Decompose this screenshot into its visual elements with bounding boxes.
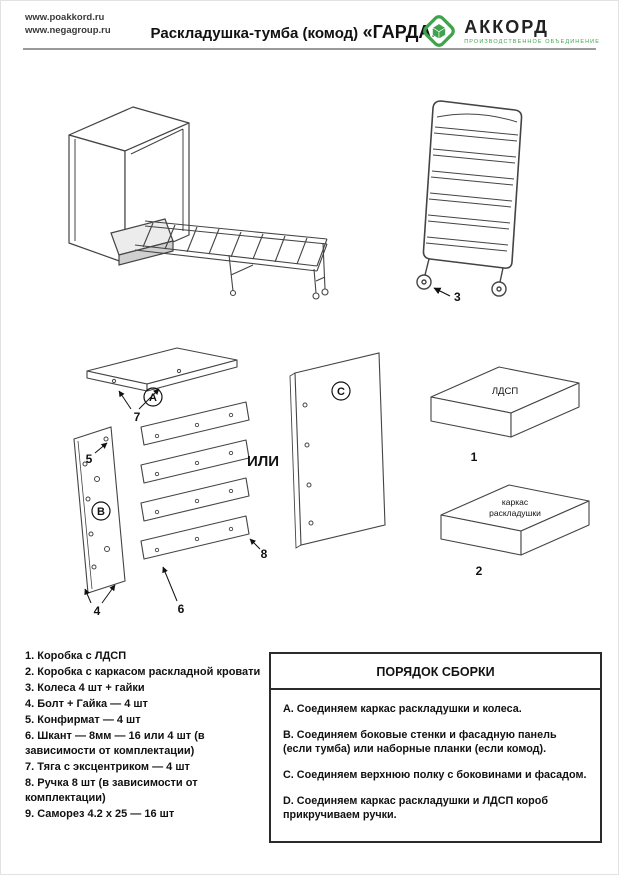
callout-a-shelf: A bbox=[149, 392, 157, 404]
callout-3-wheels: 3 bbox=[454, 290, 461, 304]
or-label: ИЛИ bbox=[247, 453, 280, 470]
brand-name: АККОРД bbox=[464, 17, 549, 37]
callout-b-side-panel: B bbox=[97, 506, 105, 518]
part-item-6: 6. Шкант — 8мм — 16 или 4 шт (в зависимо… bbox=[25, 730, 205, 757]
part-item-2: 2. Коробка с каркасом раскладной кровати bbox=[25, 666, 261, 678]
callout-c-facade: C bbox=[337, 386, 345, 398]
brand-diamond-icon bbox=[423, 15, 456, 47]
drawing-bed-folded: 3 bbox=[416, 100, 523, 304]
box-frame-number: 2 bbox=[476, 564, 483, 578]
site-urls: www.poakkord.ru www.negagroup.ru bbox=[25, 11, 111, 37]
parts-list: 1. Коробка с ЛДСП 2. Коробка с каркасом … bbox=[25, 649, 265, 823]
drawing-cabinet-exploded: A 7 B 5 4 8 bbox=[73, 347, 268, 618]
part-item-3: 3. Колеса 4 шт + гайки bbox=[25, 682, 145, 694]
part-item-4: 4. Болт + Гайка — 4 шт bbox=[25, 698, 148, 710]
header-divider bbox=[23, 48, 596, 50]
box-frame-label-line1: каркас bbox=[502, 497, 529, 507]
callout-5-confirmat: 5 bbox=[86, 452, 93, 466]
assembly-order-box: ПОРЯДОК СБОРКИ A. Соединяем каркас раскл… bbox=[269, 652, 602, 843]
page-title: Раскладушка-тумба (комод) «ГАРДА» bbox=[96, 22, 496, 43]
part-item-9: 9. Саморез 4.2 х 25 — 16 шт bbox=[25, 808, 175, 820]
part-item-1: 1. Коробка с ЛДСП bbox=[25, 650, 127, 662]
callout-6-dowels: 6 bbox=[178, 602, 185, 616]
assembly-step-d: D. Соединяем каркас раскладушки и ЛДСП к… bbox=[283, 795, 548, 821]
page-title-product: «ГАРДА» bbox=[362, 22, 442, 42]
callout-8-handles: 8 bbox=[261, 547, 268, 561]
assembly-steps: A. Соединяем каркас раскладушки и колеса… bbox=[283, 702, 588, 822]
part-item-8: 8. Ручка 8 шт (в зависимости от комплект… bbox=[25, 777, 198, 804]
site-url-2: www.negagroup.ru bbox=[25, 25, 111, 36]
box-ldsp-number: 1 bbox=[471, 450, 478, 464]
part-item-7: 7. Тяга с эксцентриком — 4 шт bbox=[25, 761, 190, 773]
drawing-bed-open bbox=[68, 106, 329, 300]
assembly-order-title: ПОРЯДОК СБОРКИ bbox=[271, 662, 600, 690]
site-url-1: www.poakkord.ru bbox=[25, 12, 105, 23]
brand-subtitle: производственное объединение bbox=[464, 39, 600, 45]
part-item-5: 5. Конфирмат — 4 шт bbox=[25, 714, 141, 726]
box-ldsp-label: ЛДСП bbox=[492, 386, 519, 397]
drawing-package-boxes: ЛДСП 1 каркас раскладушки 2 bbox=[430, 366, 590, 578]
drawing-facade-panel: C bbox=[289, 352, 386, 549]
assembly-step-c: C. Соединяем верхнюю полку с боковинами … bbox=[283, 769, 587, 781]
brand-logo: АККОРД производственное объединение bbox=[421, 13, 600, 49]
box-frame-label-line2: раскладушки bbox=[489, 508, 541, 518]
callout-4-bolts: 4 bbox=[94, 604, 101, 618]
page-title-prefix: Раскладушка-тумба (комод) bbox=[150, 25, 359, 42]
callout-7-cam-rods: 7 bbox=[134, 410, 141, 424]
brand-text: АККОРД производственное объединение bbox=[464, 17, 600, 45]
assembly-step-a: A. Соединяем каркас раскладушки и колеса… bbox=[283, 703, 522, 715]
assembly-step-b: B. Соединяем боковые стенки и фасадную п… bbox=[283, 729, 557, 755]
